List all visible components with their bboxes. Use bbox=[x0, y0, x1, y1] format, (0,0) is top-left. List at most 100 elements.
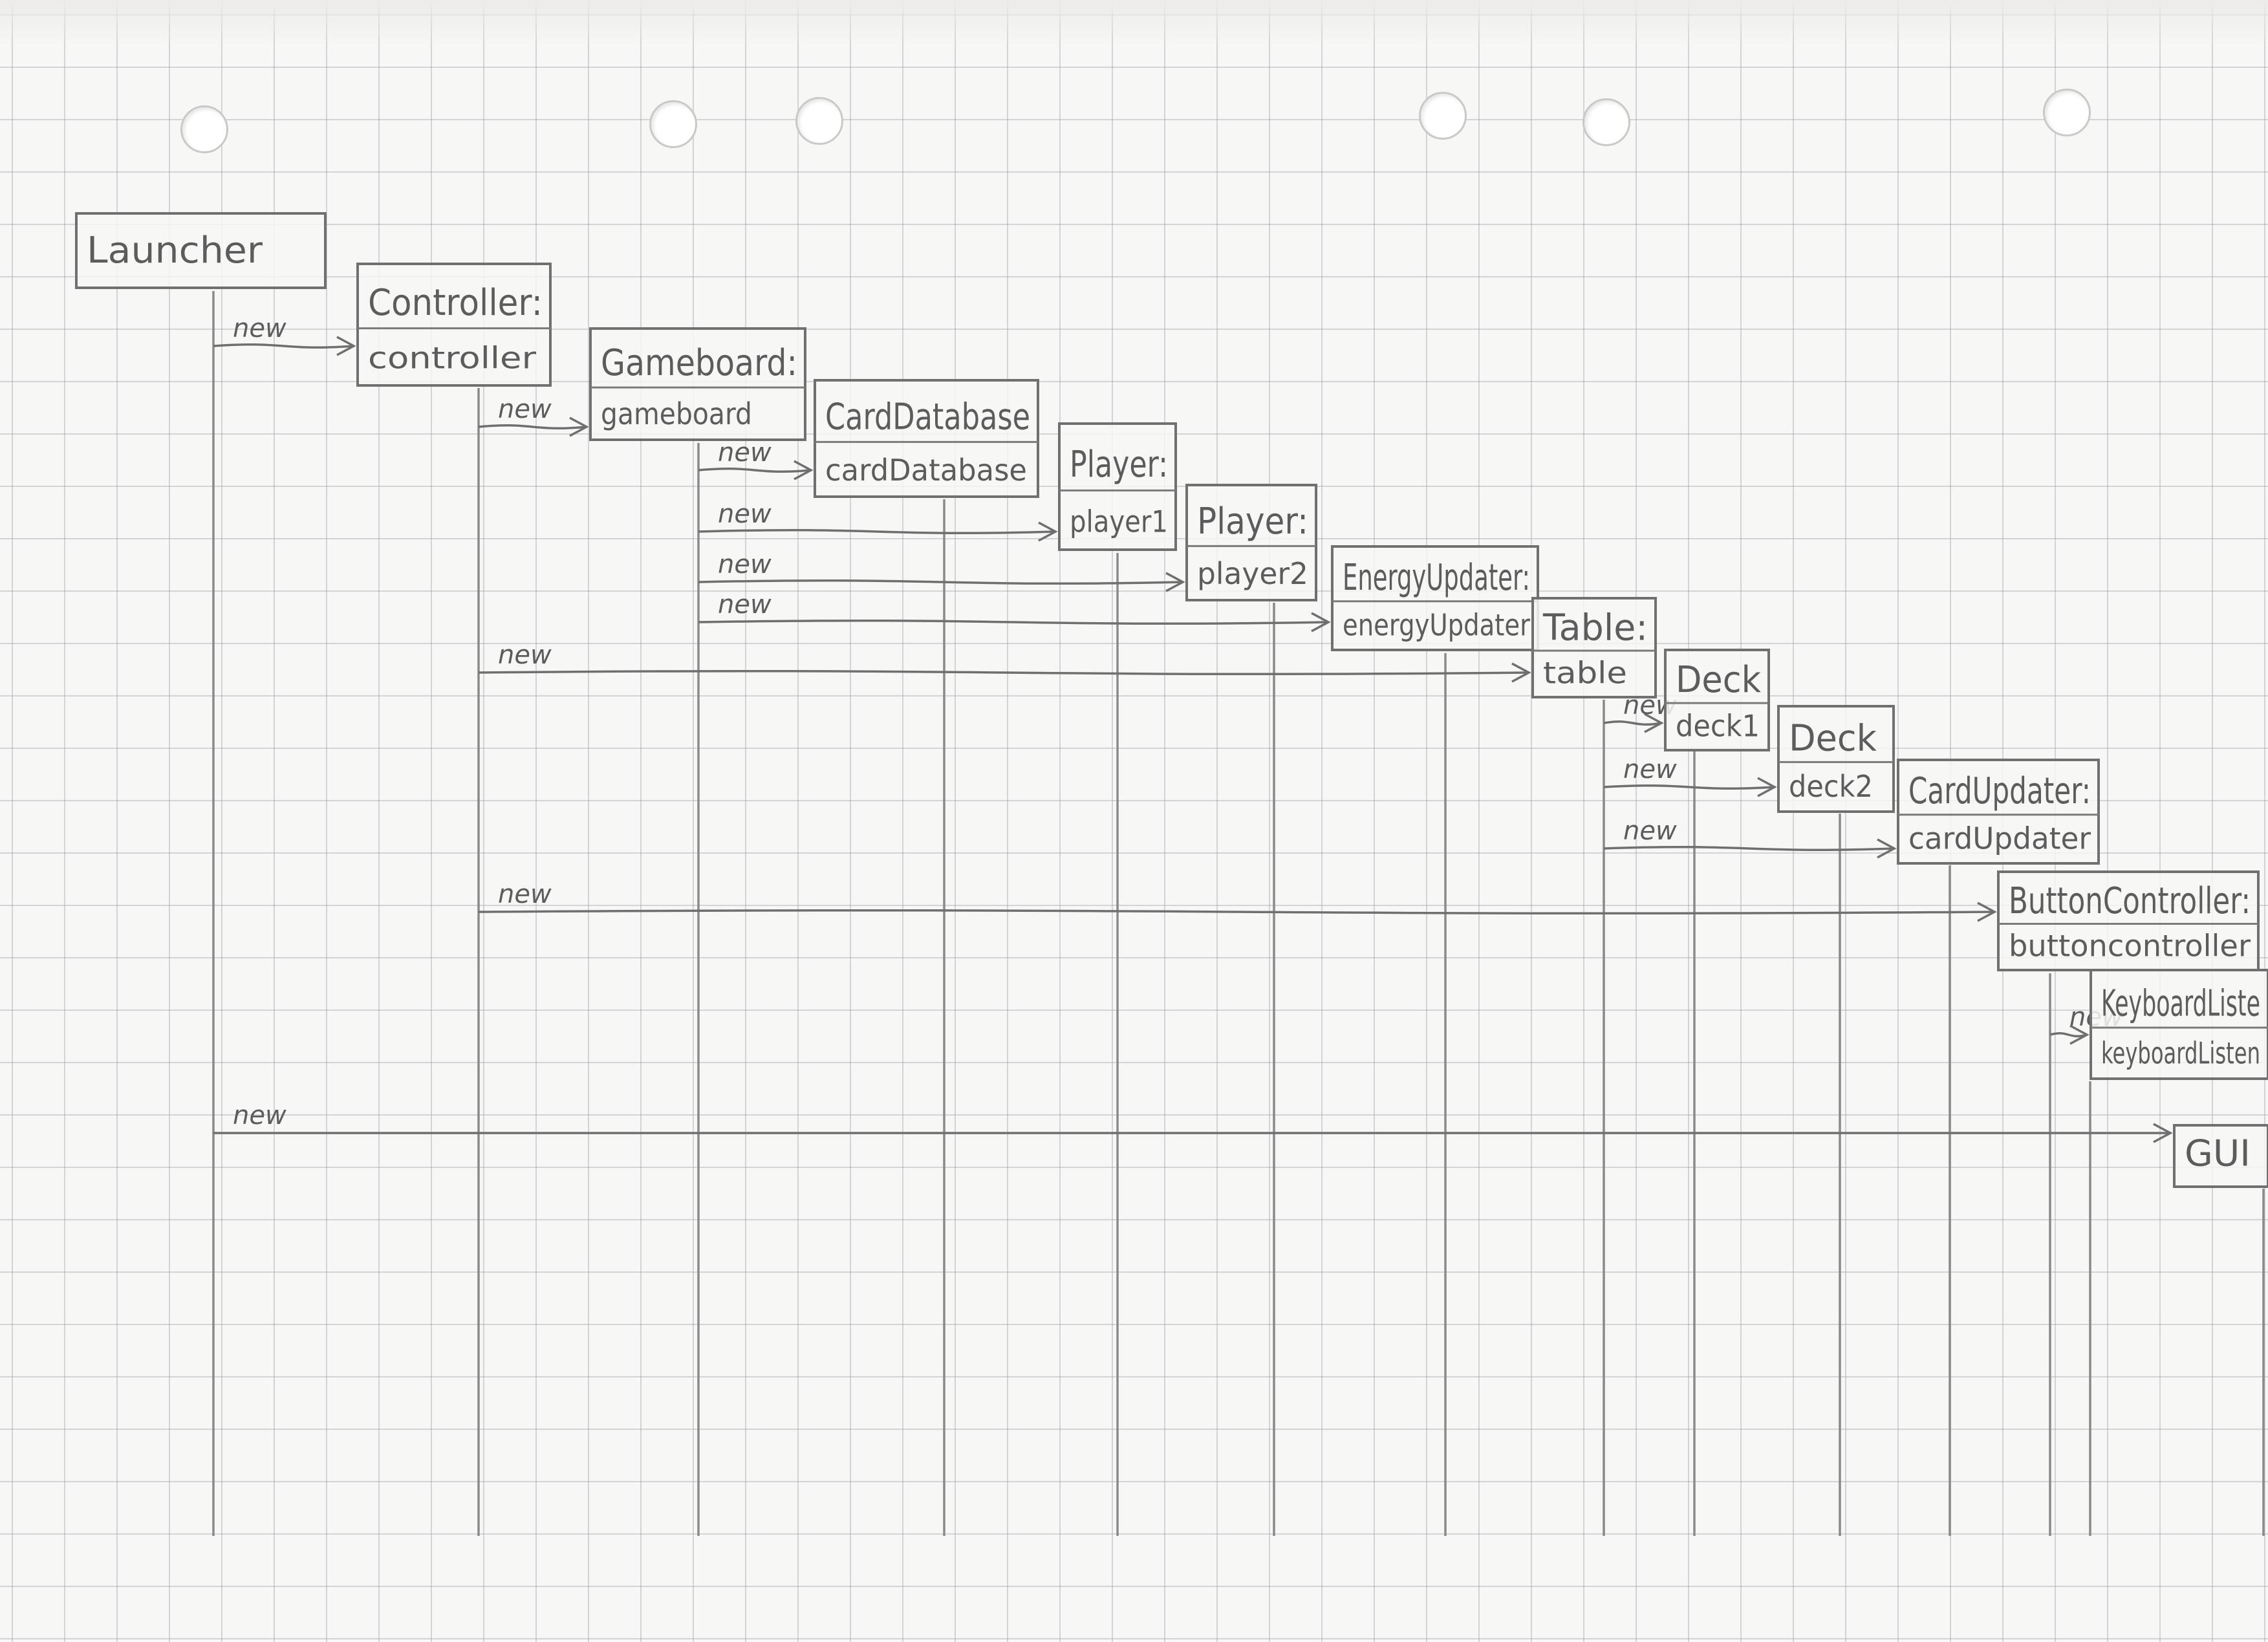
message-arrow-line bbox=[698, 619, 1329, 625]
message-label: new bbox=[718, 550, 772, 579]
arrowhead-icon bbox=[1511, 662, 1531, 683]
participant-table: Table: table bbox=[1531, 597, 1657, 698]
participant-controller: Controller: controller bbox=[356, 263, 552, 387]
message-arrow-line bbox=[1603, 845, 1895, 852]
participant-instance-name: deck2 bbox=[1789, 769, 1873, 804]
participant-box bbox=[1058, 422, 1177, 551]
paper-top-edge bbox=[0, 0, 2268, 45]
participant-instance-name: buttoncontroller bbox=[2009, 929, 2251, 964]
message-arrow-line bbox=[478, 424, 587, 430]
participant-cardupdater: CardUpdater:cardUpdater bbox=[1897, 759, 2100, 865]
participant-class-name: GUI bbox=[2185, 1133, 2251, 1175]
punch-hole bbox=[649, 100, 697, 148]
message-label: new bbox=[718, 590, 772, 620]
message-label: new bbox=[233, 314, 286, 343]
punch-hole bbox=[1582, 98, 1630, 146]
message-launcher-to-controller: new bbox=[213, 314, 356, 356]
arrowhead-icon bbox=[2153, 1123, 2173, 1143]
message-arrow-line bbox=[213, 343, 354, 349]
message-arrow-line bbox=[478, 669, 1529, 676]
participant-player2: Player: player2 bbox=[1185, 484, 1317, 601]
arrowhead-icon bbox=[2069, 1024, 2090, 1045]
arrowhead-icon bbox=[1311, 612, 1331, 632]
arrowhead-icon bbox=[1165, 572, 1185, 592]
participant-class-name: Player: bbox=[1070, 444, 1168, 486]
message-label: new bbox=[718, 499, 772, 529]
message-label: new bbox=[718, 438, 772, 468]
participant-box bbox=[589, 327, 806, 441]
participant-class-name: Player: bbox=[1197, 501, 1308, 543]
participant-class-name: ButtonController: bbox=[2009, 880, 2251, 922]
arrowhead-icon bbox=[1038, 521, 1058, 542]
participant-instance-name: gameboard bbox=[601, 396, 752, 431]
message-label: new bbox=[1623, 755, 1677, 784]
participant-box bbox=[1777, 705, 1895, 813]
participant-instance-name: player2 bbox=[1197, 556, 1308, 591]
message-arrow-line bbox=[2049, 1032, 2088, 1038]
participant-box bbox=[2090, 969, 2268, 1080]
participant-player1: Player: player1 bbox=[1058, 422, 1177, 551]
arrowhead-icon bbox=[1877, 838, 1897, 859]
participant-box bbox=[1664, 649, 1770, 751]
punch-hole bbox=[795, 97, 843, 145]
participant-class-name: Controller: bbox=[368, 282, 543, 324]
message-arrow-line bbox=[1603, 720, 1662, 726]
message-arrow-line bbox=[1603, 784, 1775, 790]
participant-box bbox=[1997, 870, 2260, 971]
message-arrow-line bbox=[698, 467, 812, 473]
participant-keyboardlistener: KeyboardListe keyboardListen bbox=[2090, 969, 2268, 1080]
participant-buttoncontroller: ButtonController: buttoncontroller bbox=[1997, 870, 2260, 971]
participant-instance-name: table bbox=[1543, 656, 1627, 691]
message-label: new bbox=[233, 1101, 286, 1130]
message-label: new bbox=[498, 394, 552, 424]
punch-hole bbox=[1419, 92, 1467, 140]
participant-instance-name: deck1 bbox=[1676, 708, 1760, 743]
arrowhead-icon bbox=[1644, 713, 1664, 733]
participant-box bbox=[1185, 484, 1317, 601]
participant-box bbox=[356, 263, 552, 387]
participant-box bbox=[1531, 597, 1657, 698]
message-table-to-cardupdater: new bbox=[1603, 816, 1897, 859]
punch-hole bbox=[180, 105, 228, 153]
arrowhead-icon bbox=[1977, 902, 1997, 922]
participant-instance-name: keyboardListen bbox=[2101, 1035, 2260, 1070]
participant-class-name: Deck bbox=[1676, 659, 1762, 701]
message-controller-to-gameboard: new bbox=[478, 394, 589, 437]
participant-launcher: Launcher bbox=[75, 212, 327, 289]
message-gameboard-to-energyupdater: new bbox=[698, 590, 1331, 632]
message-launcher-to-gui: new bbox=[213, 1101, 2173, 1143]
participant-deck1: Deck deck1 bbox=[1664, 649, 1770, 751]
message-label: new bbox=[1623, 816, 1677, 846]
arrowhead-icon bbox=[569, 416, 589, 437]
participant-class-name: Gameboard: bbox=[601, 342, 797, 384]
message-table-to-deck2: new bbox=[1603, 755, 1777, 797]
participant-box bbox=[814, 379, 1039, 498]
participant-instance-name: cardDatabase bbox=[825, 453, 1027, 488]
participant-class-name: Table: bbox=[1542, 607, 1648, 649]
participant-carddatabase: CardDatabase cardDatabase bbox=[814, 379, 1039, 498]
message-gameboard-to-carddatabase: new bbox=[698, 438, 814, 481]
message-arrow-line bbox=[698, 579, 1183, 585]
participant-class-name: KeyboardListe bbox=[2101, 983, 2260, 1025]
participant-instance-name: cardUpdater bbox=[1908, 821, 2091, 856]
arrowhead-icon bbox=[794, 460, 814, 481]
participant-instance-name: player1 bbox=[1070, 504, 1168, 539]
message-arrow-line bbox=[478, 909, 1995, 915]
participant-class-name: EnergyUpdater: bbox=[1343, 557, 1530, 599]
arrowhead-icon bbox=[1757, 777, 1777, 797]
participant-class-name: CardDatabase bbox=[825, 396, 1030, 438]
message-arrow-line bbox=[698, 528, 1056, 535]
participant-box bbox=[2173, 1124, 2268, 1188]
participant-energyupdater: EnergyUpdater:energyUpdater bbox=[1331, 545, 1539, 651]
participant-class-name: Launcher bbox=[87, 230, 263, 272]
participant-box bbox=[1331, 545, 1539, 651]
participant-box bbox=[75, 212, 327, 289]
message-gameboard-to-player1: new bbox=[698, 499, 1058, 542]
participant-instance-name: controller bbox=[368, 341, 536, 376]
participant-box bbox=[1897, 759, 2100, 865]
message-label: new bbox=[498, 880, 552, 909]
message-arrow-line bbox=[213, 1130, 2171, 1136]
participant-gui: GUI bbox=[2173, 1124, 2268, 1188]
